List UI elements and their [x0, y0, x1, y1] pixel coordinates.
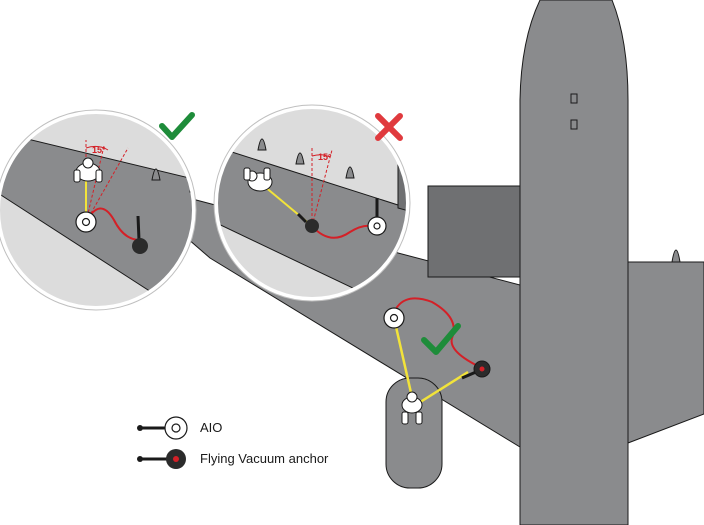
inset-correct-check-icon — [159, 112, 195, 140]
angle-reference-line — [85, 147, 129, 223]
engine-nacelle — [385, 377, 443, 489]
main-aio-icon — [383, 307, 405, 329]
flying-vacuum-anchor-icon — [296, 212, 319, 233]
right-wing-fin — [671, 249, 681, 263]
legend-aio-icon — [137, 416, 188, 440]
legend-label: AIO — [200, 420, 223, 435]
angle-reference-line — [85, 145, 105, 223]
flying-vacuum-anchor-icon — [132, 215, 148, 254]
aio-icon — [367, 198, 387, 236]
main-hose — [391, 297, 483, 369]
main-worker-icon — [401, 391, 423, 425]
legend-item-flying-vacuum-anchor: Flying Vacuum anchor — [200, 451, 328, 466]
fuselage-window — [570, 93, 578, 104]
aio-icon — [75, 211, 97, 233]
worker-icon — [73, 157, 103, 183]
angle-label: 15° — [92, 145, 106, 155]
inset-incorrect-cross-icon — [375, 113, 403, 141]
legend-item-aio: AIO — [200, 420, 222, 435]
angle-reference-line — [311, 149, 333, 227]
wing-root-panel — [427, 185, 521, 278]
fuselage-window — [570, 119, 578, 130]
worker-icon — [243, 167, 273, 192]
main-strap — [392, 317, 416, 407]
legend-flying-vacuum-anchor-icon — [137, 449, 186, 469]
main-strap — [413, 370, 469, 408]
right-wing — [627, 261, 704, 444]
fuselage — [519, 0, 629, 525]
angle-label: 15° — [318, 152, 332, 162]
legend-label: Flying Vacuum anchor — [200, 451, 329, 466]
inset-correct-view: 15° — [0, 109, 197, 311]
inset-incorrect-view: 15° — [213, 104, 411, 302]
main-check-icon — [421, 323, 461, 355]
main-flying-vacuum-anchor-icon — [461, 360, 491, 380]
